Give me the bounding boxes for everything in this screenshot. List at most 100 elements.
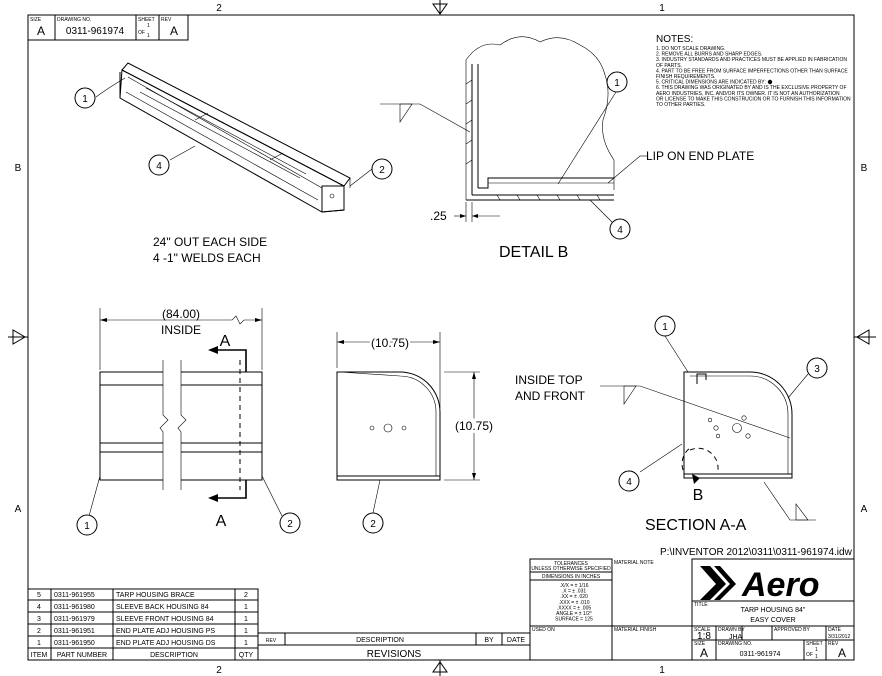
balloon-front-1-label: 1 (84, 521, 90, 532)
balloon-section-1-label: 1 (662, 322, 668, 333)
title-label: TITLE (694, 602, 708, 608)
revisions-description-label: DESCRIPTION (356, 637, 404, 644)
drawn-by: JHA (729, 634, 743, 641)
center-mark-top (432, 0, 448, 15)
file-path: P:\INVENTOR 2012\0311\0311-961974.idw (660, 547, 853, 558)
tolerance-line: .XX = ± .020 (560, 594, 588, 600)
balloon-iso-2 (371, 158, 393, 180)
bom-cell-part-number: 0311-961979 (54, 616, 95, 623)
zone-right-upper: B (861, 163, 868, 174)
front-dim-length: (84.00) (162, 307, 200, 321)
header-block: SIZE A DRAWING NO. 0311-961974 SHEET 1 O… (27, 14, 189, 41)
date-label: DATE (828, 627, 842, 633)
tolerance-subtitle: UNLESS OTHERWISE SPECIFIED (531, 566, 611, 572)
note-line: AERO INDUSTRIES, INC. AND/OR ITS OWNER. … (656, 91, 840, 97)
tb-of-label: OF (806, 652, 813, 658)
tb-rev-label: REV (828, 641, 839, 647)
header-sheet: 1 (147, 23, 150, 29)
title-line1: TARP HOUSING 84" (741, 607, 806, 614)
section-letter-top: A (220, 333, 231, 350)
balloon-iso-1-label: 1 (82, 94, 88, 105)
section-aa-view: B INSIDE TOP AND FRONT 1 3 4 SECTION A-A (515, 315, 828, 534)
section-view-letter: B (693, 487, 704, 504)
header-of: 1 (147, 33, 150, 39)
bom-header-part-number: PART NUMBER (57, 652, 107, 659)
note-line: OF PARTS. (656, 63, 682, 69)
bom-header-qty: QTY (239, 652, 254, 659)
used-on-label: USED ON (532, 627, 555, 633)
bom-cell-description: END PLATE ADJ HOUSING PS (116, 628, 215, 635)
balloon-end-2-label: 2 (370, 519, 376, 530)
detail-lip-label: LIP ON END PLATE (646, 149, 754, 163)
bom-cell-description: END PLATE ADJ HOUSING DS (116, 640, 216, 647)
balloon-detail-4-label: 4 (617, 225, 623, 236)
note-line: 5. CRITICAL DIMENSIONS ARE INDICATED BY: (656, 80, 766, 86)
material-finish-label: MATERIAL FINISH (614, 627, 657, 633)
note-line: 4. PART TO BE FREE FROM SURFACE IMPERFEC… (656, 68, 848, 74)
header-sheet-label: SHEET (138, 17, 155, 23)
balloon-front-2-label: 2 (287, 519, 293, 530)
balloon-detail-1-label: 1 (614, 78, 620, 89)
note-line: FINISH REQUIREMENTS. (656, 74, 715, 80)
bom-cell-item: 2 (37, 628, 41, 635)
tolerance-line: .XXXX = ± .005 (557, 605, 592, 611)
notes-title: NOTES: (656, 34, 693, 45)
balloon-iso-4 (148, 154, 170, 176)
zone-top-right: 1 (659, 3, 665, 14)
front-dim-label: INSIDE (161, 323, 201, 337)
revisions-by-label: BY (484, 637, 494, 644)
balloon-section-3-label: 3 (814, 364, 820, 375)
header-rev-label: REV (161, 17, 172, 23)
tb-of: 1 (815, 654, 818, 660)
bom-cell-item: 4 (37, 604, 41, 611)
zone-right-lower: A (861, 504, 868, 515)
balloon-section-4-label: 4 (626, 477, 632, 488)
note-line: 3. INDUSTRY STANDARDS AND PRACTICES MUST… (656, 57, 847, 63)
notes-block: NOTES: 1. DO NOT SCALE DRAWING.2. REMOVE… (656, 34, 851, 108)
iso-weld-note-line1: 24" OUT EACH SIDE (153, 235, 267, 249)
aero-logo-text: Aero (741, 566, 819, 604)
bom-cell-qty: 1 (244, 628, 248, 635)
center-mark-bottom (432, 660, 448, 676)
tb-size-label: SIZE (694, 641, 706, 647)
zone-left-upper: B (15, 163, 22, 174)
bom-cell-part-number: 0311-961955 (54, 592, 95, 599)
balloon-detail-1 (606, 71, 628, 93)
revisions-block: REV DESCRIPTION BY DATE REVISIONS (257, 632, 531, 661)
title-line2: EASY COVER (750, 617, 795, 624)
note-line: TO OTHER PARTIES. (656, 102, 705, 108)
tolerance-line: .X/X = ± 1/16 (559, 583, 588, 589)
balloon-iso-1 (74, 87, 96, 109)
tolerance-line: ANGLE = ± 1/2° (556, 611, 592, 617)
material-note-label: MATERIAL NOTE (614, 560, 654, 566)
isometric-view: 1 4 2 24" OUT EACH SIDE 4 -1" WELDS EACH (74, 62, 393, 265)
bom-cell-description: SLEEVE FRONT HOUSING 84 (116, 616, 214, 623)
note-line: 1. DO NOT SCALE DRAWING. (656, 46, 725, 52)
note-line: OR LICENSE TO MAKE THIS CONSTRUCION OR T… (656, 96, 851, 102)
revisions-title: REVISIONS (367, 649, 422, 660)
header-size: A (37, 24, 45, 38)
tolerance-line: SURFACE = 125 (555, 617, 593, 623)
balloon-end-2 (362, 512, 384, 534)
tolerance-title: TOLERANCES (554, 561, 588, 567)
tolerance-line: .X = ± .031 (562, 589, 587, 595)
header-of-label: OF (138, 30, 145, 36)
balloon-detail-4 (609, 218, 631, 240)
note-line: 6. THIS DRAWING WAS ORIGINATED BY AND IS… (656, 85, 847, 91)
center-mark-right (854, 329, 876, 345)
bom-cell-part-number: 0311-961980 (54, 604, 95, 611)
zone-top-left: 2 (216, 3, 222, 14)
balloon-front-2 (279, 512, 301, 534)
tb-sheet-label: SHEET (806, 641, 823, 647)
header-size-label: SIZE (30, 17, 42, 23)
front-view: A A (84.00) INSIDE 1 2 (76, 307, 301, 536)
balloon-iso-2-label: 2 (379, 165, 385, 176)
tb-size: A (700, 646, 708, 660)
revisions-date-label: DATE (507, 637, 525, 644)
balloon-section-1 (654, 315, 676, 337)
